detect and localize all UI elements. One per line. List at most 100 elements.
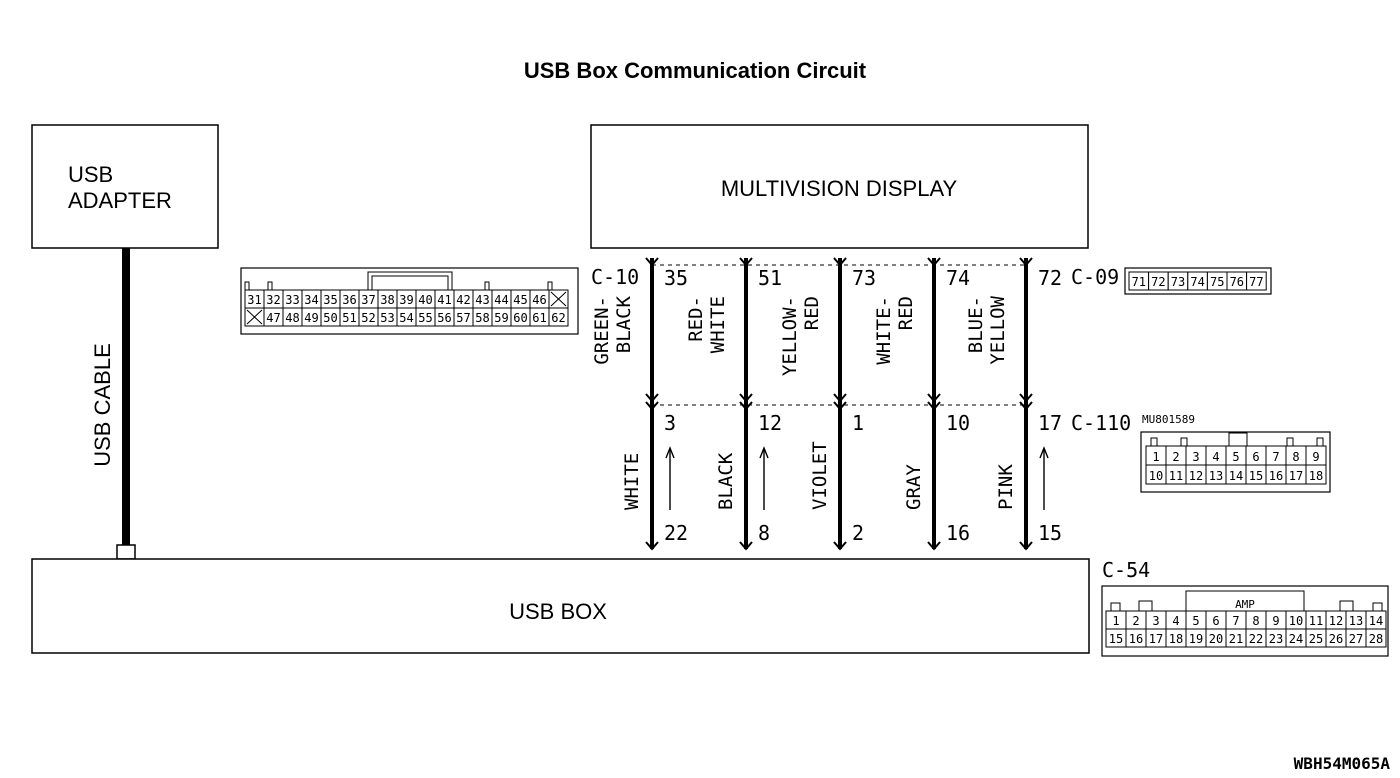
usb-box-label: USB BOX — [509, 599, 607, 624]
c54-pin-label: 10 — [1289, 614, 1303, 628]
c10-pin-label: 56 — [437, 311, 451, 325]
c54-pin-label: 7 — [1232, 614, 1239, 628]
c10-pin-label: 32 — [266, 293, 280, 307]
c10-pin-label: 35 — [323, 293, 337, 307]
c10-blank-pin — [246, 309, 263, 325]
c54-pin-label: 22 — [1249, 632, 1263, 646]
c54-pin-label: 5 — [1192, 614, 1199, 628]
usb-adapter-label-line1: USB — [68, 162, 113, 187]
c10-pin-label: 48 — [285, 311, 299, 325]
c54-pin-label: 6 — [1212, 614, 1219, 628]
usb-cable-label: USB CABLE — [90, 343, 115, 467]
c54-pin-label: 24 — [1289, 632, 1303, 646]
c110-pin-label: 4 — [1212, 450, 1219, 464]
upper-wire-color: RED — [801, 296, 823, 330]
c10-pin-label: 40 — [418, 293, 432, 307]
connector-marker — [1019, 401, 1033, 411]
c54-pin-label: 16 — [1129, 632, 1143, 646]
multivision-display-box — [590, 124, 1089, 249]
lower-wire-color: VIOLET — [809, 441, 831, 510]
c110-pin-label: 12 — [1189, 469, 1203, 483]
connector-marker — [833, 401, 847, 411]
c110-pin-label: 2 — [1172, 450, 1179, 464]
c54-pin-label: 17 — [1149, 632, 1163, 646]
c10-face-keys — [244, 271, 553, 290]
c10-blank-pin — [550, 291, 567, 307]
c09-pin-label: 72 — [1151, 275, 1165, 289]
connector-marker — [833, 393, 847, 403]
connector-marker — [645, 257, 659, 267]
bottom-pin-number: 2 — [852, 521, 864, 545]
mid-pin-number: 10 — [946, 411, 970, 435]
connector-marker — [739, 401, 753, 411]
c10-pin-label: 39 — [399, 293, 413, 307]
connector-marker — [927, 541, 941, 551]
connector-marker — [927, 401, 941, 411]
usb-box-rect — [31, 558, 1090, 654]
c10-pin-label: 44 — [494, 293, 508, 307]
c10-pin-label: 46 — [532, 293, 546, 307]
c110-pin-label: 18 — [1309, 469, 1323, 483]
c10-pin-label: 62 — [551, 311, 565, 325]
c110-pin-label: 13 — [1209, 469, 1223, 483]
upper-wire-color: RED- — [685, 296, 707, 342]
upper-wire-color: WHITE — [707, 296, 729, 353]
usb-adapter: USB ADAPTER — [31, 124, 219, 249]
top-pin-number: 35 — [664, 266, 688, 290]
c10-pin-label: 43 — [475, 293, 489, 307]
connector-marker — [833, 541, 847, 551]
c54-pin-cell — [1365, 628, 1387, 648]
c10-pin-label: 45 — [513, 293, 527, 307]
c110-face-keys — [1150, 432, 1324, 446]
c10-pin-label: 54 — [399, 311, 413, 325]
c54-pin-label: 23 — [1269, 632, 1283, 646]
connector-c10-label: C-10 — [591, 265, 639, 289]
c110-pin-label: 6 — [1252, 450, 1259, 464]
c09-pin-label: 71 — [1132, 275, 1146, 289]
c09-pin-label: 73 — [1171, 275, 1185, 289]
signal-arrow — [665, 446, 675, 510]
c09-pin-cell — [1246, 271, 1267, 291]
c10-pin-label: 34 — [304, 293, 318, 307]
c54-pin-label: 25 — [1309, 632, 1323, 646]
usb-cable: USB CABLE — [90, 248, 136, 560]
c10-pin-label: 47 — [266, 311, 280, 325]
bottom-pin-number: 22 — [664, 521, 688, 545]
c54-pin-label: 11 — [1309, 614, 1323, 628]
diagram-title: USB Box Communication Circuit — [524, 58, 867, 83]
c10-pin-label: 61 — [532, 311, 546, 325]
lower-wire-color: BLACK — [715, 452, 737, 510]
c10-pin-label: 60 — [513, 311, 527, 325]
c10-pin-label: 41 — [437, 293, 451, 307]
mid-pin-number: 17 — [1038, 411, 1062, 435]
connector-marker — [1019, 393, 1033, 403]
c54-pin-label: 8 — [1252, 614, 1259, 628]
c54-pin-label: 14 — [1369, 614, 1383, 628]
upper-wire-color: WHITE- — [873, 296, 895, 365]
c10-pin-label: 55 — [418, 311, 432, 325]
c54-pin-label: 9 — [1272, 614, 1279, 628]
c10-pin-cell — [548, 307, 569, 327]
c54-brand-label: AMP — [1235, 598, 1255, 611]
upper-wire-color: BLUE- — [965, 296, 987, 353]
c110-pin-cell — [1305, 464, 1327, 485]
connector-marker — [739, 393, 753, 403]
top-pin-number: 73 — [852, 266, 876, 290]
c54-face-keys — [1110, 590, 1383, 611]
c110-pin-label: 9 — [1312, 450, 1319, 464]
c54-pin-label: 15 — [1109, 632, 1123, 646]
c54-pin-label: 20 — [1209, 632, 1223, 646]
bottom-pin-number: 8 — [758, 521, 770, 545]
c10-pin-label: 36 — [342, 293, 356, 307]
mid-pin-number: 12 — [758, 411, 782, 435]
